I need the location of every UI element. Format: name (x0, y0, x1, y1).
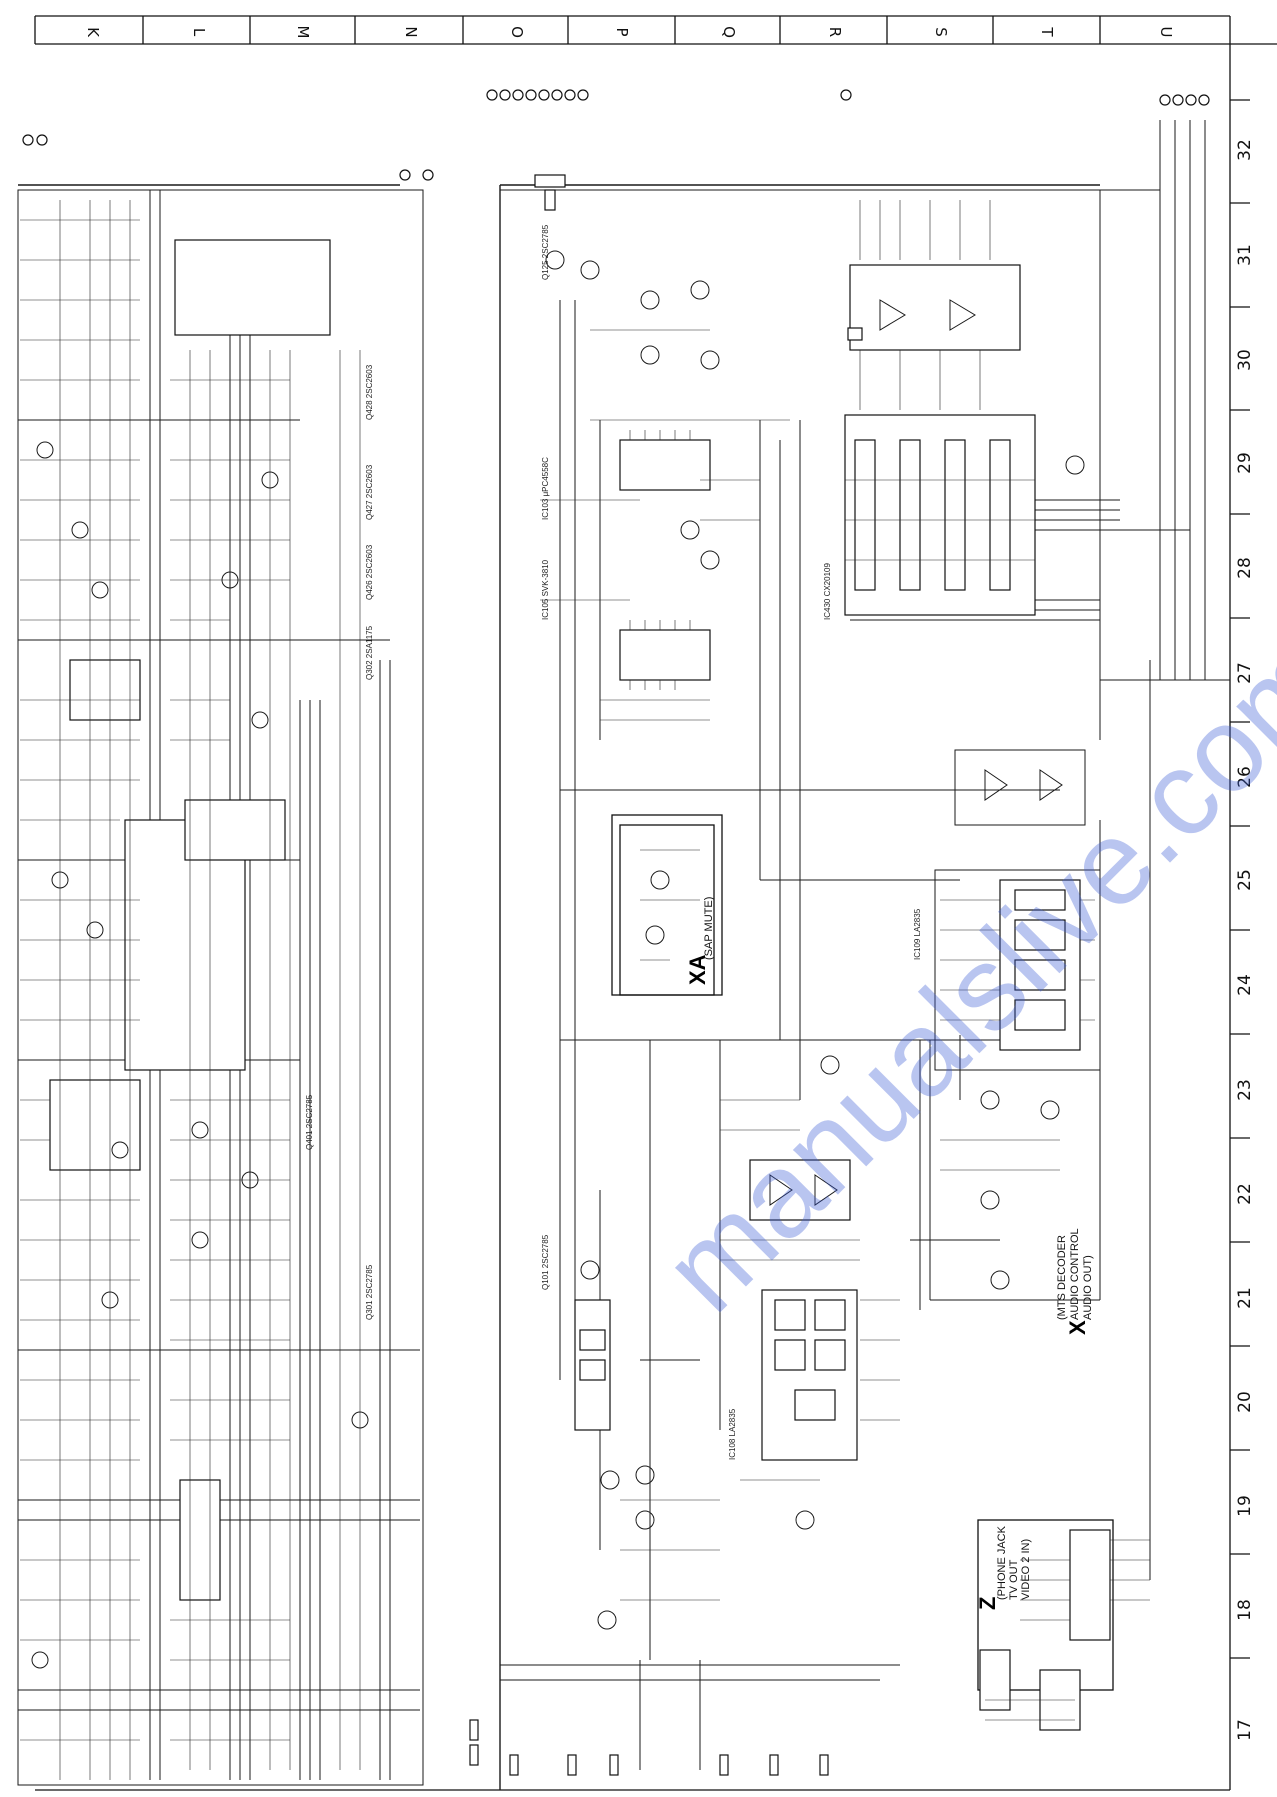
z-block-line2: TV OUT (1008, 1559, 1020, 1600)
column-label: Q (720, 26, 738, 38)
left-circuit-area (17, 184, 424, 1786)
upper-rt-section: IC430 CX20109 (823, 200, 1085, 620)
watermark: manualslive.com (638, 610, 1277, 1337)
row-label: 23 (1235, 1079, 1255, 1101)
row-label: 24 (1235, 974, 1255, 996)
xa-block-title: (SAP MUTE) (703, 897, 715, 960)
transistor-label: Q426 2SC2603 (365, 544, 374, 600)
row-label: 31 (1235, 244, 1255, 266)
column-label: T (1038, 26, 1056, 37)
left-component-labels: Q401 2SC2785 Q428 2SC2603 Q427 2SC2603 Q… (305, 364, 550, 1320)
transistor-label: Q427 2SC2603 (365, 464, 374, 520)
upper-pq-section: IC103 μPC4558C IC105 SVK-3810 Q125 2SC27… (534, 174, 790, 721)
row-label: 19 (1235, 1495, 1255, 1517)
column-label: R (826, 27, 844, 37)
row-label: 29 (1235, 452, 1255, 474)
ic-label: IC109 LA2835 (913, 908, 922, 960)
transistor-label: Q301 2SC2785 (365, 1264, 374, 1320)
row-label: 21 (1235, 1287, 1255, 1309)
column-label: U (1157, 27, 1175, 38)
xa-sap-mute-block: XA (SAP MUTE) (611, 814, 723, 996)
row-label: 27 (1235, 662, 1255, 684)
z-block-letter: Z (975, 1597, 1000, 1610)
x-block-line3: AUDIO OUT) (1082, 1255, 1094, 1320)
transistor-label: Q401 2SC2785 (305, 1094, 314, 1150)
ic-label: IC103 μPC4558C (541, 457, 550, 520)
top-connectors (22, 89, 1210, 181)
pq-lower-section: IC108 LA2835 (574, 1055, 900, 1630)
row-label: 26 (1235, 766, 1255, 788)
row-label: 22 (1235, 1183, 1255, 1205)
transistor-label: Q428 2SC2603 (365, 364, 374, 420)
row-ticks (1230, 99, 1250, 1659)
xa-block-letter: XA (685, 954, 710, 985)
column-label: O (508, 26, 526, 38)
row-label: 17 (1235, 1719, 1255, 1741)
right-circuit-area (499, 120, 1230, 1790)
row-label: 32 (1235, 139, 1255, 161)
row-labels: 32 31 30 29 28 27 26 25 24 23 22 21 20 1… (1235, 139, 1255, 1741)
ic-label: IC105 SVK-3810 (541, 559, 550, 620)
z-block-line3: VIDEO 2 IN) (1020, 1539, 1032, 1600)
column-label: M (294, 26, 312, 39)
x-block-title: (MTS DECODER (1056, 1235, 1068, 1320)
column-labels: K L M N O P Q R S T U (84, 26, 1175, 39)
x-main-block: X (MTS DECODER AUDIO CONTROL AUDIO OUT) (1056, 1228, 1094, 1335)
column-label: L (190, 28, 208, 37)
st-middle-section: IC109 LA2835 (913, 749, 1101, 1290)
bottom-connectors (469, 1719, 829, 1776)
x-block-letter: X (1065, 1320, 1090, 1335)
transistor-label: Q101 2SC2785 (541, 1234, 550, 1290)
column-label: K (84, 27, 102, 38)
row-label: 20 (1235, 1391, 1255, 1413)
z-phone-jack-block: Z (PHONE JACK TV OUT VIDEO 2 IN) (975, 1519, 1150, 1731)
ic-label: IC430 CX20109 (823, 563, 832, 620)
row-label: 30 (1235, 349, 1255, 371)
column-label: N (402, 26, 420, 37)
column-dividers (34, 16, 1101, 44)
transistor-label: Q302 2SA1175 (365, 625, 374, 680)
transistor-label: Q125 2SC2785 (541, 224, 550, 280)
column-label: P (613, 27, 631, 36)
x-block-line2: AUDIO CONTROL (1069, 1228, 1081, 1320)
row-label: 18 (1235, 1599, 1255, 1621)
sheet-frame (35, 15, 1277, 1791)
column-label: S (932, 27, 950, 37)
z-block-title: (PHONE JACK (996, 1525, 1008, 1600)
ic-label: IC108 LA2835 (728, 1408, 737, 1460)
row-label: 28 (1235, 557, 1255, 579)
row-label: 25 (1235, 869, 1255, 891)
